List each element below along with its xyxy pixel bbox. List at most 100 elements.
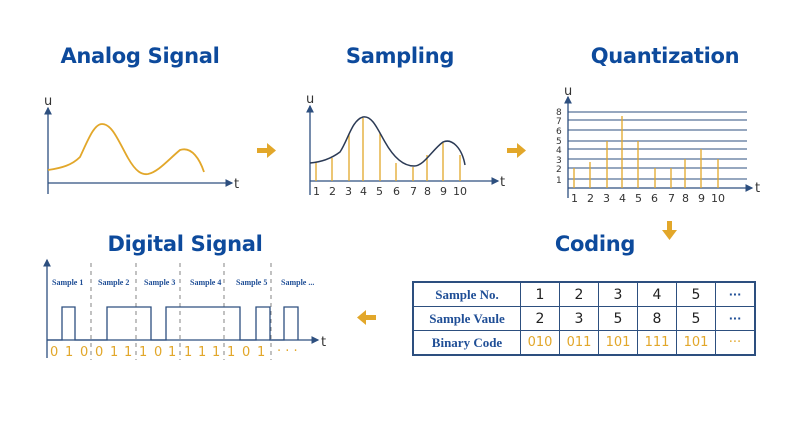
- y-axis-label: u: [44, 94, 52, 109]
- x-axis-label: t: [755, 181, 760, 196]
- svg-text:1: 1: [571, 192, 578, 205]
- svg-text:Sample 2: Sample 2: [98, 278, 129, 287]
- svg-text:8: 8: [682, 192, 689, 205]
- arrow-left-icon: [357, 310, 376, 325]
- svg-text:4: 4: [556, 146, 562, 156]
- svg-text:Sample 1: Sample 1: [52, 278, 83, 287]
- svg-text:0: 0: [95, 345, 103, 360]
- svg-text:7: 7: [410, 185, 417, 198]
- svg-text:0: 0: [50, 345, 58, 360]
- arrow-down-icon: [662, 221, 677, 240]
- table-cell: 2: [559, 281, 599, 307]
- table-cell: 010: [520, 330, 560, 356]
- sample-dividers: [90, 263, 272, 360]
- table-cell: 5: [676, 306, 716, 331]
- svg-text:1: 1: [139, 345, 147, 360]
- svg-text:6: 6: [393, 185, 400, 198]
- svg-text:2: 2: [329, 185, 336, 198]
- svg-text:3: 3: [556, 156, 562, 166]
- svg-text:1: 1: [110, 345, 118, 360]
- svg-text:6: 6: [556, 127, 562, 137]
- svg-text:4: 4: [619, 192, 626, 205]
- svg-text:Sample 4: Sample 4: [190, 278, 221, 287]
- quantized-samples: [573, 116, 719, 188]
- svg-text:1: 1: [168, 345, 176, 360]
- svg-text:7: 7: [556, 117, 562, 127]
- quantization-y-ticks: 1 2 3 4 5 6 7 8: [556, 108, 562, 186]
- table-cell: 111: [637, 330, 677, 356]
- sampling-chart: u t 1 2 3 4 5 6 7 8 9 10: [306, 92, 505, 198]
- svg-text:1: 1: [313, 185, 320, 198]
- table-cell: ···: [715, 306, 756, 331]
- table-cell: 4: [637, 281, 677, 307]
- coding-table: Sample No. 1 2 3 4 5 ··· Sample Vaule 2 …: [412, 281, 756, 356]
- table-cell: 101: [676, 330, 716, 356]
- analog-waveform: [47, 123, 205, 176]
- x-axis-label: t: [321, 335, 326, 350]
- svg-text:3: 3: [345, 185, 352, 198]
- row-header: Sample Vaule: [412, 306, 521, 331]
- svg-text:3: 3: [603, 192, 610, 205]
- svg-text:1: 1: [257, 345, 265, 360]
- svg-text:1: 1: [184, 345, 192, 360]
- svg-text:Sample 5: Sample 5: [236, 278, 267, 287]
- svg-text:2: 2: [556, 165, 562, 175]
- analog-signal-chart: u t: [44, 94, 239, 194]
- svg-text:10: 10: [453, 185, 467, 198]
- sampling-title: Sampling: [345, 44, 455, 68]
- table-cell: 8: [637, 306, 677, 331]
- arrow-right-icon: [257, 143, 276, 158]
- analog-signal-title: Analog Signal: [60, 44, 220, 68]
- svg-text:1: 1: [212, 345, 220, 360]
- svg-text:7: 7: [668, 192, 675, 205]
- table-cell: ···: [715, 281, 756, 307]
- arrow-right-icon: [507, 143, 526, 158]
- bit-sequence: 0 1 0 0 1 1 1 0 1 1 1 1 1 0 1 · · ·: [50, 344, 298, 360]
- svg-text:9: 9: [440, 185, 447, 198]
- coding-title: Coding: [554, 232, 636, 256]
- table-cell: 1: [520, 281, 560, 307]
- x-axis-label: t: [500, 175, 505, 190]
- svg-text:1: 1: [556, 176, 562, 186]
- svg-text:9: 9: [698, 192, 705, 205]
- svg-text:1: 1: [65, 345, 73, 360]
- svg-text:1: 1: [124, 345, 132, 360]
- svg-text:1: 1: [227, 345, 235, 360]
- table-cell: 3: [559, 306, 599, 331]
- svg-text:5: 5: [556, 137, 562, 147]
- y-axis-label: u: [306, 92, 314, 107]
- table-cell: 5: [598, 306, 638, 331]
- table-cell: 2: [520, 306, 560, 331]
- svg-text:· · ·: · · ·: [277, 344, 298, 359]
- svg-text:0: 0: [80, 345, 88, 360]
- sampled-curve: [309, 116, 466, 167]
- quantization-levels: [568, 111, 747, 180]
- sample-lines: [315, 118, 461, 181]
- svg-text:Sample 3: Sample 3: [144, 278, 175, 287]
- digital-signal-title: Digital Signal: [107, 232, 263, 256]
- svg-text:10: 10: [711, 192, 725, 205]
- svg-text:6: 6: [651, 192, 658, 205]
- svg-text:8: 8: [556, 108, 562, 118]
- table-cell: 011: [559, 330, 599, 356]
- pulse-waveform: [47, 306, 299, 341]
- table-cell: 5: [676, 281, 716, 307]
- table-row-sample-no: Sample No. 1 2 3 4 5 ···: [412, 281, 756, 307]
- svg-text:8: 8: [424, 185, 431, 198]
- svg-text:1: 1: [198, 345, 206, 360]
- digital-signal-chart: t Sample 1 Sample 2 Sample 3 Sample 4 Sa…: [43, 258, 326, 360]
- svg-text:Sample ...: Sample ...: [281, 278, 314, 287]
- sampling-x-ticks: 1 2 3 4 5 6 7 8 9 10: [313, 185, 467, 198]
- table-cell: 3: [598, 281, 638, 307]
- svg-text:0: 0: [154, 345, 162, 360]
- table-cell: 101: [598, 330, 638, 356]
- quantization-chart: u t 1 2 3 4 5 6 7 8: [556, 84, 760, 205]
- svg-text:5: 5: [635, 192, 642, 205]
- row-header: Binary Code: [412, 330, 521, 356]
- table-row-sample-value: Sample Vaule 2 3 5 8 5 ···: [412, 306, 756, 331]
- quantization-title: Quantization: [590, 44, 740, 68]
- svg-text:5: 5: [376, 185, 383, 198]
- svg-text:0: 0: [242, 345, 250, 360]
- y-axis-label: u: [564, 84, 572, 99]
